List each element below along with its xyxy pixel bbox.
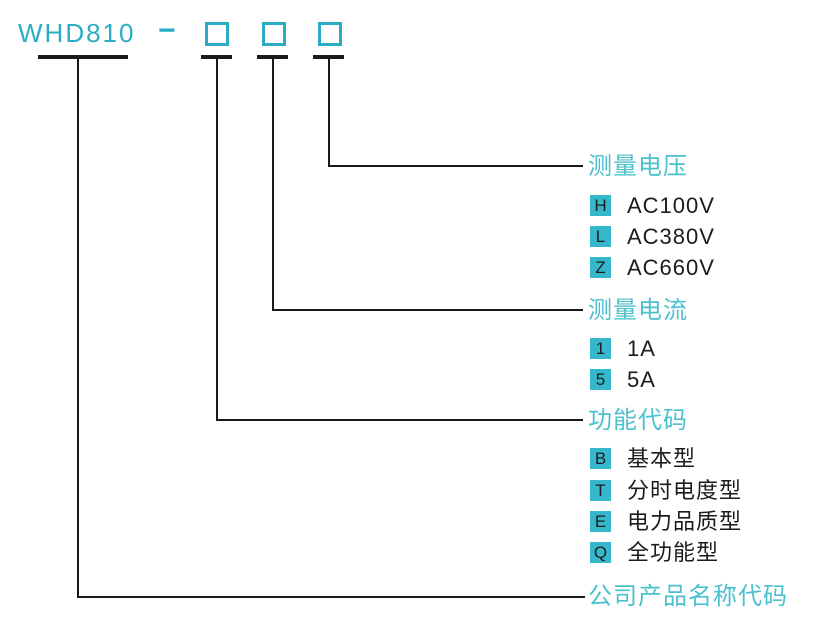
option-value: 1A [627, 335, 656, 361]
option-row-Z: Z AC660V [590, 254, 715, 280]
model-slot-function [205, 22, 229, 46]
underline-slot-current [257, 55, 288, 59]
option-row-Q: Q 全功能型 [590, 539, 720, 565]
section-label-company: 公司产品名称代码 [588, 583, 788, 610]
option-value: AC660V [627, 254, 715, 280]
option-value: AC380V [627, 223, 715, 249]
model-slot-voltage [318, 22, 342, 46]
option-code-badge: Q [590, 542, 611, 563]
dash-separator: − [158, 14, 176, 47]
model-slot-current [262, 22, 286, 46]
underline-slot-function [201, 55, 232, 59]
connector-current-vline [272, 59, 274, 311]
section-label-current: 测量电流 [588, 297, 688, 324]
option-code-badge: B [590, 448, 611, 469]
section-label-voltage: 测量电压 [588, 153, 688, 180]
connector-company-vline [77, 59, 79, 598]
option-value: 基本型 [627, 445, 697, 471]
connector-function-hline [216, 419, 583, 421]
option-value: AC100V [627, 192, 715, 218]
underline-slot-voltage [313, 55, 344, 59]
option-code-badge: L [590, 226, 611, 247]
connector-current-hline [272, 309, 583, 311]
option-value: 5A [627, 366, 656, 392]
connector-voltage-hline [328, 165, 583, 167]
option-code-badge: 5 [590, 369, 611, 390]
option-value: 全功能型 [627, 539, 720, 565]
underline-model [38, 55, 128, 59]
option-row-T: T 分时电度型 [590, 477, 743, 503]
product-model: WHD810 [18, 18, 136, 48]
connector-voltage-vline [328, 59, 330, 167]
connector-company-hline [77, 596, 585, 598]
option-row-B: B 基本型 [590, 445, 697, 471]
option-row-E: E 电力品质型 [590, 508, 743, 534]
option-code-badge: 1 [590, 338, 611, 359]
option-code-badge: Z [590, 257, 611, 278]
option-code-badge: H [590, 195, 611, 216]
option-row-1: 1 1A [590, 335, 656, 361]
option-row-5: 5 5A [590, 366, 656, 392]
option-row-H: H AC100V [590, 192, 715, 218]
option-row-L: L AC380V [590, 223, 715, 249]
option-code-badge: T [590, 480, 611, 501]
connector-function-vline [216, 59, 218, 421]
option-code-badge: E [590, 511, 611, 532]
option-value: 电力品质型 [627, 508, 743, 534]
section-label-function: 功能代码 [588, 407, 688, 434]
option-value: 分时电度型 [627, 477, 743, 503]
